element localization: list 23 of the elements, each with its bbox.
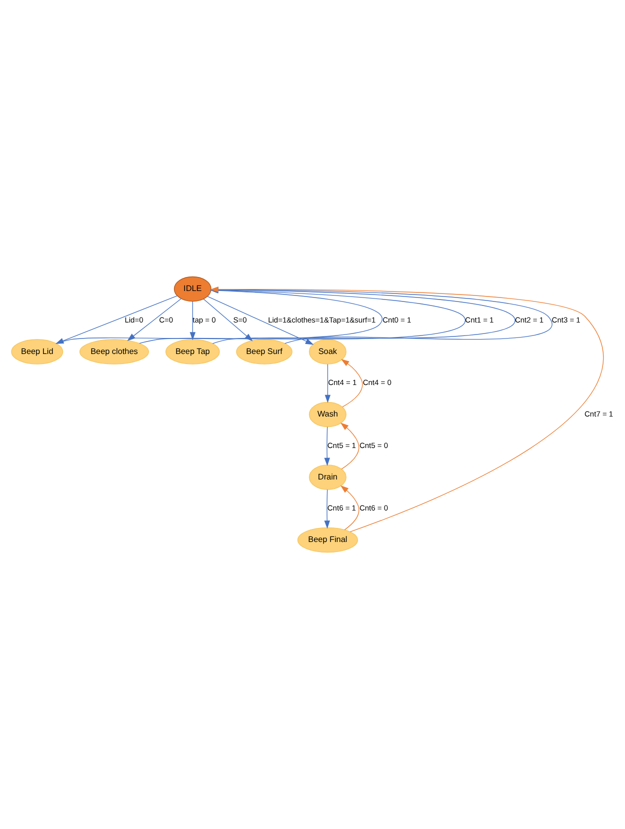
- edge-label: Cnt1 = 1: [465, 315, 494, 324]
- edge-label: Cnt4 = 1: [328, 378, 357, 388]
- edge-label: Cnt5 = 1: [327, 440, 356, 450]
- edge-label: Cnt6 = 1: [327, 504, 356, 513]
- edge-label: Cnt0 = 1: [382, 315, 412, 324]
- edge-label: S=0: [233, 315, 247, 324]
- edge-label: Lid=1&clothes=1&Tap=1&surf=1: [268, 315, 376, 324]
- edge-label: Cnt2 = 1: [514, 315, 544, 324]
- arrow: [190, 301, 196, 340]
- edge-label: C=0: [159, 315, 174, 324]
- arrow: [340, 485, 360, 530]
- arrow: [340, 422, 360, 470]
- arrow: [324, 364, 331, 404]
- edge-label: Cnt6 = 0: [359, 504, 388, 513]
- edge-label: Cnt4 = 0: [362, 378, 392, 388]
- arrow: [207, 296, 314, 345]
- arrow: [324, 426, 330, 466]
- edge-label: Cnt7 = 1: [584, 409, 614, 418]
- edge-label: Lid=0: [124, 315, 144, 324]
- arrow: [340, 359, 363, 408]
- edge-label: Cnt3 = 1: [552, 315, 580, 324]
- arrow: [324, 489, 330, 529]
- edge-label: Cnt5 = 0: [359, 440, 388, 450]
